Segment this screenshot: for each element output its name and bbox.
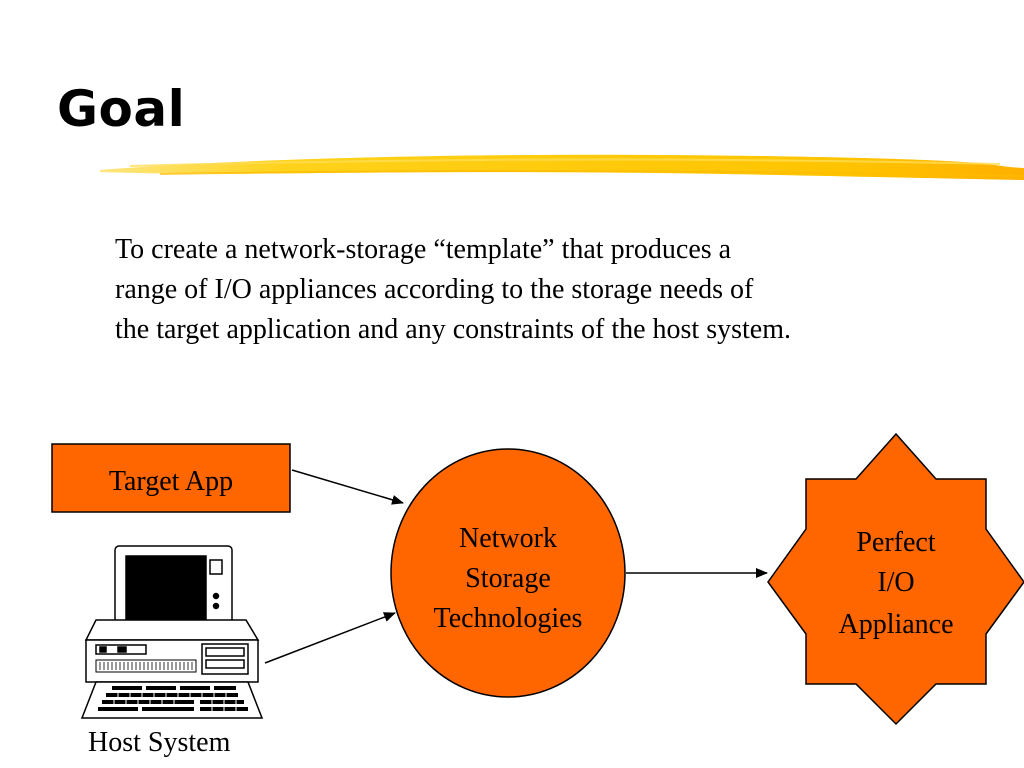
title-underline-brush bbox=[100, 154, 1024, 180]
target-app-shape bbox=[51, 443, 291, 513]
perfect-io-appliance-node: Perfect I/O Appliance bbox=[767, 432, 1024, 726]
arrow-target-to-network bbox=[291, 469, 404, 505]
goal-description: To create a network-storage “template” t… bbox=[115, 230, 975, 350]
network-storage-line-2: Storage bbox=[465, 563, 551, 594]
target-app-label: Target App bbox=[109, 466, 233, 497]
star-burst-shape bbox=[767, 432, 1024, 726]
perfect-io-line-1: Perfect bbox=[856, 527, 936, 558]
target-app-box: Target App bbox=[51, 443, 291, 513]
goal-line-1: To create a network-storage “template” t… bbox=[115, 234, 732, 265]
slide-title: Goal bbox=[57, 80, 186, 138]
arrow-host-to-network bbox=[264, 612, 396, 664]
network-storage-shape bbox=[390, 448, 626, 698]
goal-line-2: range of I/O appliances according to the… bbox=[115, 274, 754, 305]
network-storage-line-1: Network bbox=[459, 523, 557, 554]
network-storage-node: Network Storage Technologies bbox=[390, 448, 626, 698]
computer-icon bbox=[80, 545, 264, 719]
perfect-io-line-3: Appliance bbox=[838, 609, 953, 640]
perfect-io-line-2: I/O bbox=[877, 567, 914, 598]
host-system-label: Host System bbox=[88, 727, 231, 758]
network-storage-line-3: Technologies bbox=[434, 603, 583, 634]
goal-line-3: the target application and any constrain… bbox=[115, 314, 791, 345]
